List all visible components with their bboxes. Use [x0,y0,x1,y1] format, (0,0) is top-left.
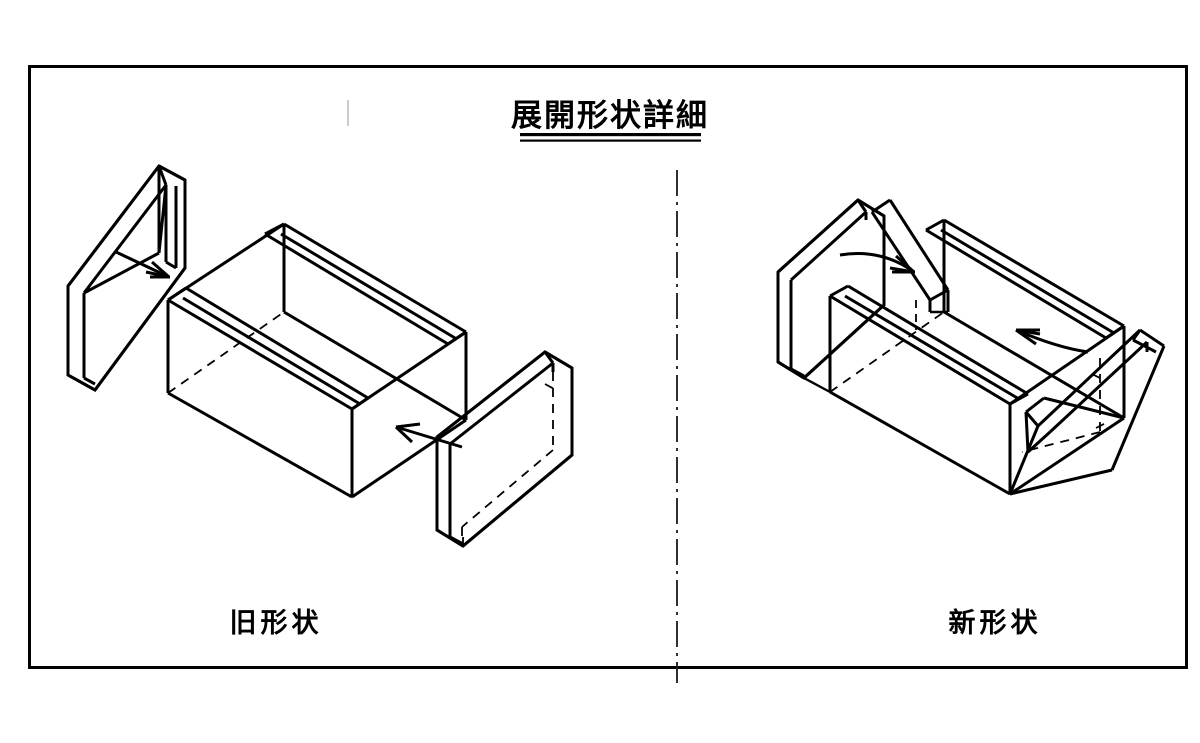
old-assembly-arrow-left [115,250,170,279]
old-shape-assembly [66,164,574,548]
new-left-end-flap [776,198,950,394]
old-right-end-plate [435,350,574,548]
new-fold-arrow-right [1015,328,1089,354]
new-shape-assembly [776,198,1166,496]
new-right-end-flap [1008,328,1166,496]
new-fold-arrow-left [839,252,915,274]
title-underline-upper [520,133,701,137]
panel-label-new: 新形状 [949,607,1042,639]
title-underline-lower [520,139,701,142]
page-title: 展開形状詳細 [511,98,709,134]
old-left-end-plate [66,164,187,392]
new-channel-body [828,218,1126,496]
panel-label-old: 旧形状 [230,608,323,639]
old-channel-body [166,222,468,499]
drawing-border [28,65,1188,669]
